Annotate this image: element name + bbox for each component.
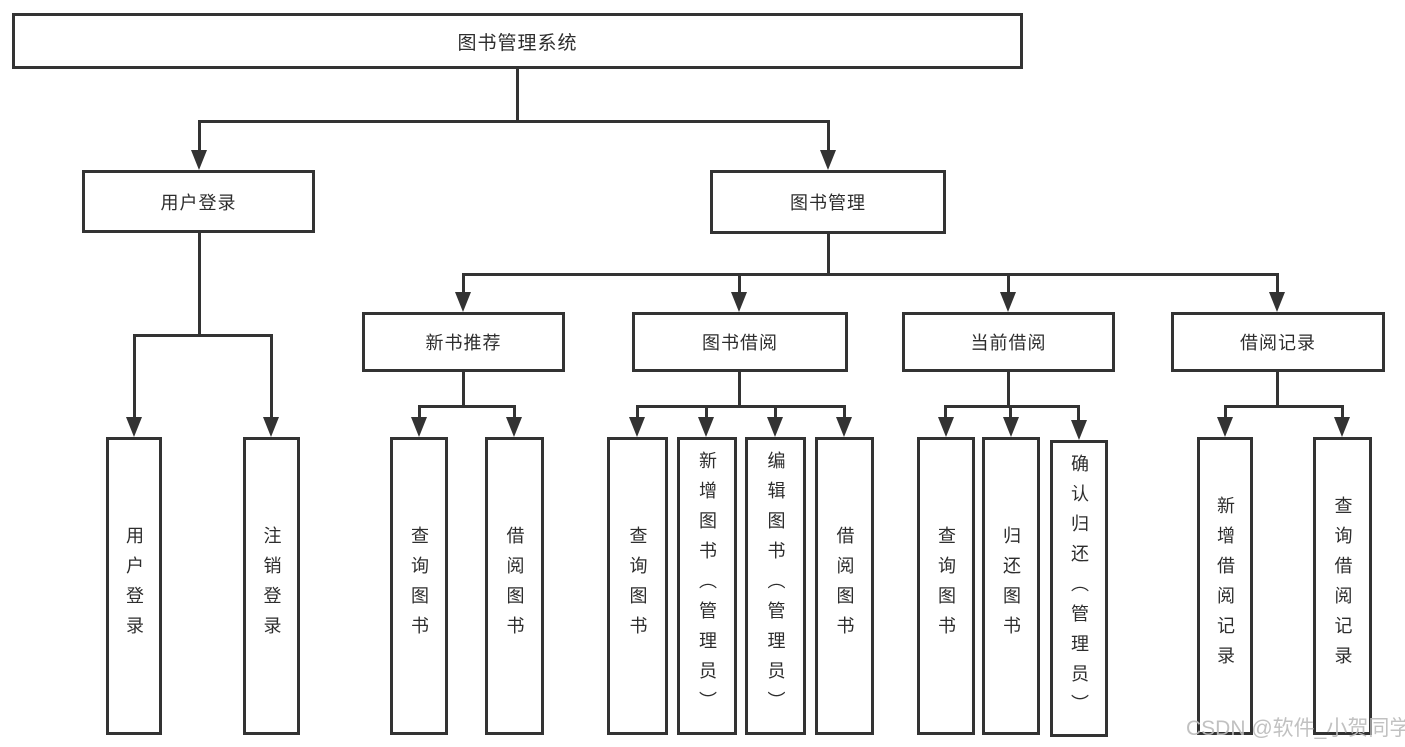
connector-line (944, 405, 947, 419)
arrow-down-icon (731, 292, 747, 312)
leaf-borrow-query: 查询图书 (607, 437, 668, 735)
arrow-down-icon (455, 292, 471, 312)
arrow-down-icon (411, 417, 427, 437)
leaf-borrow-add-admin: 新增图书（管理员） (677, 437, 737, 735)
connector-line (1341, 405, 1344, 419)
leaf-records-query-label: 查询借阅记录 (1332, 496, 1353, 676)
node-book-management: 图书管理 (710, 170, 946, 234)
node-root: 图书管理系统 (12, 13, 1023, 69)
leaf-records-add: 新增借阅记录 (1197, 437, 1253, 735)
connector-line (198, 233, 201, 334)
leaf-user-login-label: 用户登录 (124, 526, 144, 646)
node-book-management-label: 图书管理 (790, 193, 866, 213)
connector-line (1276, 372, 1279, 405)
node-current-borrow-label: 当前借阅 (970, 333, 1047, 353)
connector-line (1007, 273, 1010, 294)
arrow-down-icon (1003, 417, 1019, 437)
arrow-down-icon (191, 150, 207, 170)
node-borrow-records-label: 借阅记录 (1240, 333, 1316, 353)
connector-line (462, 273, 1278, 276)
node-book-borrow: 图书借阅 (632, 312, 848, 372)
connector-line (198, 120, 201, 152)
leaf-borrow-edit-admin-label: 编辑图书（管理员） (765, 451, 786, 721)
connector-line (1276, 273, 1279, 294)
connector-line (1077, 405, 1080, 422)
leaf-borrow-query-label: 查询图书 (627, 526, 648, 646)
leaf-confirm-return-admin-label: 确认归还（管理员） (1069, 453, 1089, 724)
connector-line (1224, 405, 1227, 419)
arrow-down-icon (506, 417, 522, 437)
leaf-records-add-label: 新增借阅记录 (1215, 496, 1235, 676)
leaf-logout-label: 注销登录 (261, 526, 282, 646)
leaf-newbook-query-label: 查询图书 (409, 526, 429, 646)
connector-line (516, 69, 519, 120)
node-user-login: 用户登录 (82, 170, 315, 233)
connector-line (827, 120, 830, 152)
connector-line (705, 405, 708, 419)
connector-line (462, 372, 465, 405)
arrow-down-icon (1269, 292, 1285, 312)
node-current-borrow: 当前借阅 (902, 312, 1115, 372)
leaf-newbook-query: 查询图书 (390, 437, 448, 735)
connector-line (636, 405, 639, 419)
node-user-login-label: 用户登录 (160, 192, 237, 213)
leaf-logout: 注销登录 (243, 437, 300, 735)
connector-line (738, 273, 741, 294)
connector-line (738, 372, 741, 405)
leaf-borrow-book-label: 借阅图书 (834, 526, 855, 646)
connector-line (1009, 405, 1012, 419)
arrow-down-icon (767, 417, 783, 437)
leaf-newbook-borrow-label: 借阅图书 (504, 526, 525, 646)
arrow-down-icon (263, 417, 279, 437)
connector-line (133, 334, 273, 337)
arrow-down-icon (938, 417, 954, 437)
node-new-book-recommend-label: 新书推荐 (425, 333, 502, 353)
arrow-down-icon (698, 417, 714, 437)
arrow-down-icon (629, 417, 645, 437)
arrow-down-icon (1217, 417, 1233, 437)
leaf-newbook-borrow: 借阅图书 (485, 437, 544, 735)
leaf-user-login: 用户登录 (106, 437, 162, 735)
arrow-down-icon (836, 417, 852, 437)
connector-line (843, 405, 846, 419)
leaf-confirm-return-admin: 确认归还（管理员） (1050, 440, 1108, 737)
arrow-down-icon (1334, 417, 1350, 437)
connector-line (462, 273, 465, 294)
connector-line (418, 405, 516, 408)
connector-line (636, 405, 845, 408)
leaf-current-return-label: 归还图书 (1001, 526, 1021, 646)
leaf-borrow-add-admin-label: 新增图书（管理员） (697, 451, 717, 721)
connector-line (270, 334, 273, 419)
connector-line (1224, 405, 1344, 408)
arrow-down-icon (1000, 292, 1016, 312)
arrow-down-icon (126, 417, 142, 437)
leaf-records-query: 查询借阅记录 (1313, 437, 1372, 735)
arrow-down-icon (1071, 420, 1087, 440)
node-root-label: 图书管理系统 (457, 32, 578, 54)
connector-line (133, 334, 136, 419)
arrow-down-icon (820, 150, 836, 170)
node-borrow-records: 借阅记录 (1171, 312, 1385, 372)
leaf-current-return: 归还图书 (982, 437, 1040, 735)
leaf-borrow-edit-admin: 编辑图书（管理员） (745, 437, 806, 735)
leaf-current-query-label: 查询图书 (936, 526, 956, 646)
connector-line (513, 405, 516, 419)
node-new-book-recommend: 新书推荐 (362, 312, 565, 372)
connector-line (418, 405, 421, 419)
leaf-borrow-book: 借阅图书 (815, 437, 874, 735)
watermark: CSDN @软件_小贺同学 (1186, 717, 1405, 740)
leaf-current-query: 查询图书 (917, 437, 975, 735)
connector-line (827, 234, 830, 273)
connector-line (774, 405, 777, 419)
connector-line (944, 405, 1080, 408)
connector-line (198, 120, 830, 123)
connector-line (1007, 372, 1010, 405)
node-book-borrow-label: 图书借阅 (702, 333, 778, 353)
